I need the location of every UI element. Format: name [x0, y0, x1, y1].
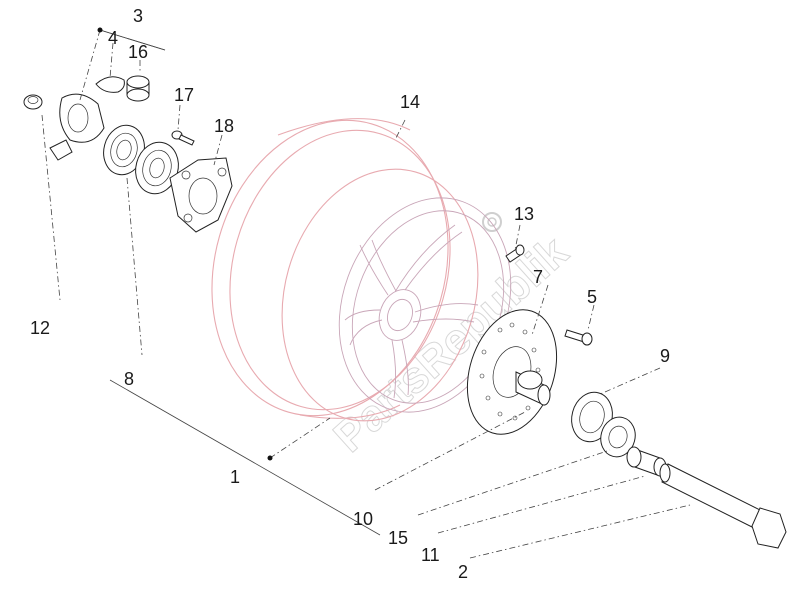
- spacer-10: [515, 370, 551, 406]
- callout-9: 9: [660, 346, 670, 366]
- axle-2: [659, 463, 787, 549]
- speedometer-drive: [49, 93, 105, 161]
- seal-15: [600, 416, 636, 458]
- callout-3: 3: [133, 6, 143, 26]
- callout-17: 17: [174, 85, 194, 105]
- callout-14: 14: [400, 92, 420, 112]
- callout-8: 8: [124, 369, 134, 389]
- callout-7: 7: [533, 267, 543, 287]
- bushing-12: [23, 94, 43, 110]
- callout-dot-3: [97, 27, 103, 33]
- spacer-16: [126, 75, 150, 102]
- watermark-gear-icon: [482, 212, 502, 232]
- callout-2: 2: [458, 562, 468, 582]
- callout-16: 16: [128, 42, 148, 62]
- callout-dot-1: [267, 455, 273, 461]
- callout-15: 15: [388, 528, 408, 548]
- callout-4: 4: [108, 28, 118, 48]
- brake-disc: [466, 309, 558, 435]
- callout-12: 12: [30, 318, 50, 338]
- bearing-left: [103, 124, 145, 176]
- bearing-right: [135, 141, 179, 195]
- tire: [211, 118, 479, 422]
- callout-1: 1: [230, 467, 240, 487]
- screw-17: [171, 130, 195, 146]
- screw-13: [505, 244, 525, 263]
- callouts: 3 4 16 17 18 14 13 7 5 9 12 8 1 10 15 11…: [30, 6, 670, 582]
- callout-11: 11: [421, 545, 440, 565]
- leader-lines: [41, 29, 691, 559]
- flange-18: [169, 157, 233, 233]
- circlip-4: [95, 76, 125, 93]
- callout-5: 5: [587, 287, 597, 307]
- screw-5: [564, 329, 593, 346]
- callout-10: 10: [353, 509, 373, 529]
- callout-18: 18: [214, 116, 234, 136]
- callout-13: 13: [514, 204, 534, 224]
